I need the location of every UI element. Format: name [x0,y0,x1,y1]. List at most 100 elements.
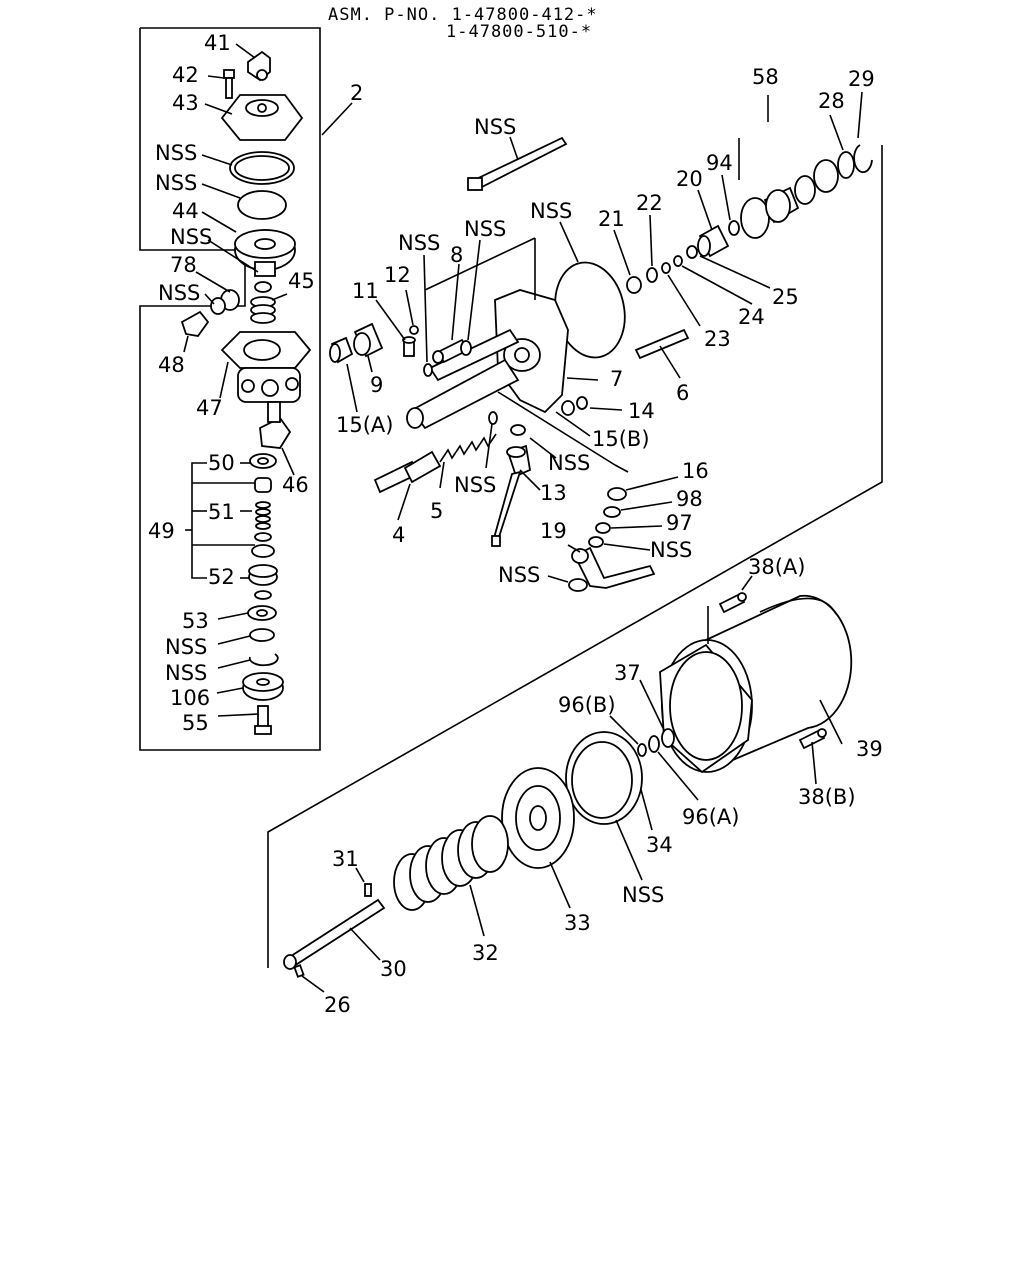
spring-45 [250,296,276,324]
elbow-fitting-41 [247,50,271,82]
elbow-46 [259,401,292,449]
bolt-38a [718,592,747,614]
label-106: 106 [170,686,210,710]
label-5: 5 [430,499,443,523]
gasket-ring [237,190,287,220]
washer-96a [648,735,660,753]
valve-51 [254,477,272,493]
label-13: 13 [540,481,567,505]
pipe-19 [571,546,656,589]
o-ring-h [423,363,433,377]
leader-2 [321,102,353,136]
label-nss-j: NSS [454,473,496,497]
label-15a: 15(A) [336,413,393,437]
piston-58 [763,186,800,224]
label-33: 33 [564,911,591,935]
o-ring-24 [673,255,683,267]
label-44: 44 [172,199,199,223]
spring-98 [603,506,621,518]
label-38a: 38(A) [748,555,805,579]
housing-7 [406,289,569,430]
cap-106 [242,672,284,701]
label-45: 45 [288,269,315,293]
ball-12 [409,325,419,335]
label-52: 52 [208,565,235,589]
label-28: 28 [818,89,845,113]
label-nss-f: NSS [165,661,207,685]
assembly-part-number-2: 1-47800-510-* [446,22,593,42]
diaphragm-plate-33 [501,767,575,869]
o-ring-94 [728,220,740,236]
label-21: 21 [598,207,625,231]
label-42: 42 [172,63,199,87]
washer-97 [595,522,611,534]
label-nss-d: NSS [158,281,200,305]
label-9: 9 [370,373,383,397]
seal-25 [686,245,698,259]
label-94: 94 [706,151,733,175]
valve-body-47 [220,331,312,403]
label-29: 29 [848,67,875,91]
label-nss-m: NSS [622,883,664,907]
snap-ring-29 [853,144,873,173]
callout-labels: 41 42 43 2 NSS NSS 44 NSS 78 NSS 45 48 4… [148,31,883,1017]
label-39: 39 [856,737,883,761]
label-11: 11 [352,279,379,303]
main-assembly-frame [267,145,883,968]
cable-tie [467,136,568,192]
label-nss-top: NSS [474,115,516,139]
label-34: 34 [646,833,673,857]
label-31: 31 [332,847,359,871]
spring-5 [439,433,497,463]
label-nss-oring: NSS [530,199,572,223]
label-2: 2 [350,81,363,105]
label-53: 53 [182,609,209,633]
washer-nss-l [568,578,588,592]
label-37: 37 [614,661,641,685]
bushing-9 [353,322,384,358]
label-97: 97 [666,511,693,535]
label-78: 78 [170,253,197,277]
group-49-bracket [191,462,207,579]
label-nss-i: NSS [548,451,590,475]
label-23: 23 [704,327,731,351]
o-ring-j [510,424,526,436]
washer-96b [637,743,647,757]
label-24: 24 [738,305,765,329]
spring-32 [393,815,509,911]
rod-13 [491,444,532,547]
washer-22 [646,267,658,283]
label-19: 19 [540,519,567,543]
valve-11 [402,336,416,357]
label-25: 25 [772,285,799,309]
packing-nss [565,731,643,825]
label-nss-k: NSS [650,538,692,562]
label-14: 14 [628,399,655,423]
label-51: 51 [208,500,235,524]
rod-30 [283,898,386,970]
label-96a: 96(A) [682,805,739,829]
label-16: 16 [682,459,709,483]
spring-51 [255,501,271,530]
label-32: 32 [472,941,499,965]
o-ring-g [460,340,472,356]
label-41: 41 [204,31,231,55]
screw-42 [223,69,235,99]
label-30: 30 [380,957,407,981]
label-20: 20 [676,167,703,191]
label-22: 22 [636,191,663,215]
elbow-48 [180,310,210,337]
pin-26 [293,964,305,978]
label-nss-a: NSS [155,141,197,165]
label-nss-b: NSS [155,171,197,195]
power-cylinder-39 [659,594,853,774]
label-nss-c: NSS [170,225,212,249]
o-ring-i [488,411,498,425]
label-15b: 15(B) [592,427,650,451]
label-26: 26 [324,993,351,1017]
screw-55 [254,705,272,735]
label-46: 46 [282,473,309,497]
label-98: 98 [676,487,703,511]
bolt-38b [798,728,827,750]
